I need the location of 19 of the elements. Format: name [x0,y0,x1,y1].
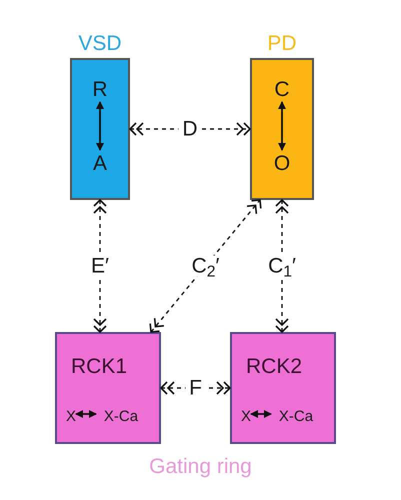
double-arrow [96,101,104,151]
subunit-title: RCK2 [246,356,302,377]
state-label: R [88,76,112,102]
double-arrow [75,410,97,418]
subunit-title: RCK1 [71,356,128,377]
subunit-box [230,332,336,444]
domain-heading: PD [266,31,298,57]
state-label: X-Ca [273,406,319,426]
double-arrow [250,410,272,418]
state-label: X [239,406,253,426]
state-label: O [270,150,294,176]
double-arrow [278,101,286,151]
state-label: A [88,150,112,176]
state-label: X [64,406,78,426]
group-caption: Gating ring [148,456,253,477]
state-label: C [270,76,294,102]
state-label: X-Ca [98,406,144,426]
subunit-box [55,332,161,444]
domain-heading: VSD [77,31,123,57]
